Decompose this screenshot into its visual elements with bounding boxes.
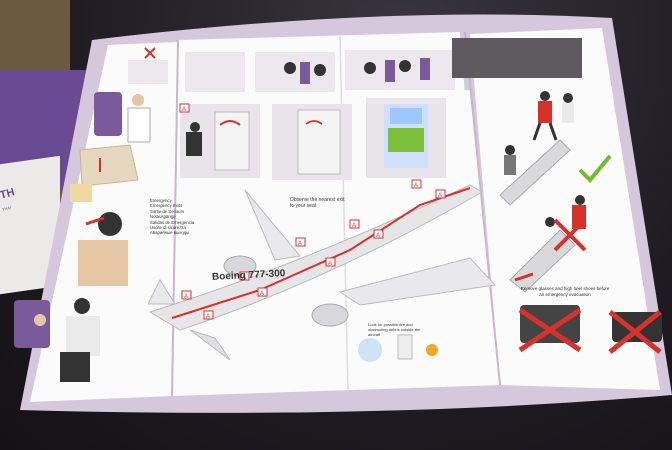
exit-label: Salidas de Emergencia: [150, 219, 195, 225]
exit-marker-door: A: [182, 107, 186, 113]
aircraft-diagram: A A A A A A A A A A: [147, 179, 497, 361]
fold-line-left: [171, 39, 179, 397]
slide-evacuation-illustrations: [499, 91, 662, 354]
svg-text:A: A: [328, 261, 332, 267]
fold-line-right: [464, 31, 501, 386]
exit-markers: A A A A A A A A A A: [181, 179, 446, 320]
observe-exit-note: Observe the nearest exit to your seat: [290, 197, 345, 209]
svg-text:A: A: [260, 291, 264, 297]
fire-hazard-icons: [358, 334, 438, 362]
svg-text:A: A: [376, 233, 380, 239]
svg-text:A: A: [352, 223, 356, 229]
svg-text:A: A: [206, 314, 210, 320]
obstacle-note: Look for possible fire and obstructing d…: [368, 322, 421, 337]
evacuation-photo: [452, 38, 582, 78]
exit-label: Emergency Exits: [150, 203, 183, 209]
door-operation-illustrations: A: [179, 98, 446, 180]
svg-text:A: A: [438, 193, 442, 199]
exit-label: Аварийные выходы: [150, 230, 190, 236]
exit-label: Sortie de Secours: [150, 208, 185, 214]
exit-label: Notausgänge: [150, 214, 176, 220]
svg-text:A: A: [184, 294, 188, 300]
exit-labels-list: Emergency Emergency Exits Sortie de Seco…: [150, 198, 194, 236]
svg-text:A: A: [298, 241, 302, 247]
left-column-illustrations: [14, 47, 168, 382]
svg-text:A: A: [242, 275, 246, 281]
exit-label: Uscite di sicurezza: [150, 225, 186, 231]
svg-text:A: A: [414, 183, 418, 189]
brace-position-illustrations: [185, 50, 455, 92]
exit-label: Emergency: [150, 198, 172, 203]
fold-line-center: [339, 35, 349, 393]
panel-right: [470, 28, 660, 390]
remove-glasses-note: Remove glasses and high heel shoes befor…: [520, 286, 610, 297]
